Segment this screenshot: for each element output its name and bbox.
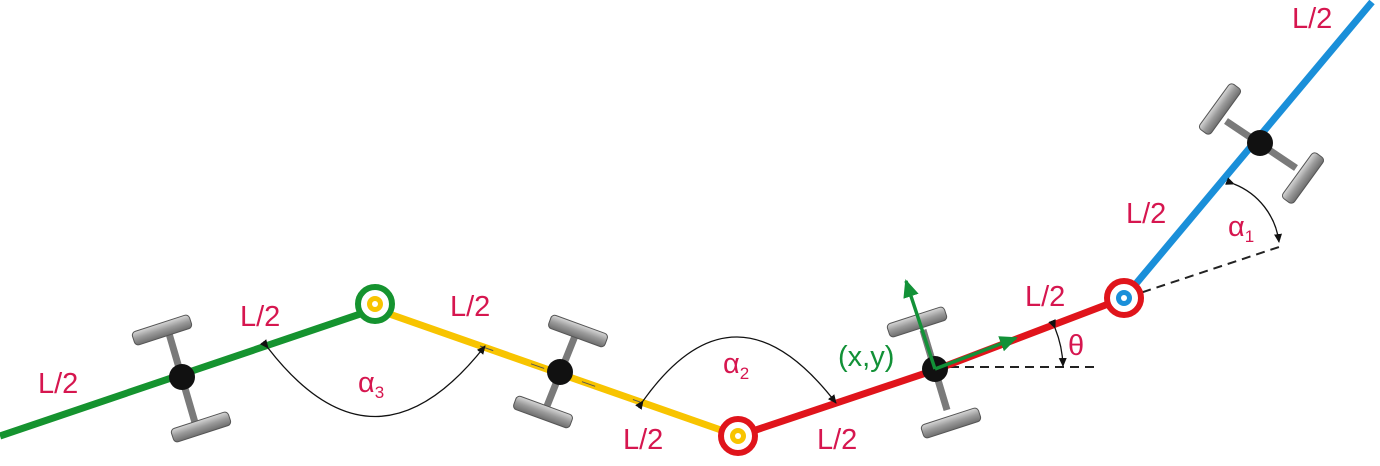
alpha1-arc [1225, 177, 1282, 243]
wheel-icon [513, 395, 573, 429]
hitch-joint-blue [1104, 278, 1144, 318]
axle-hub-icon [1247, 130, 1273, 156]
green-front-half-length-label: L/2 [240, 301, 280, 333]
hitch-joint-yellow [718, 416, 758, 456]
red-rear-half-length-label: L/2 [817, 424, 857, 456]
yellow-front-half-length-label: L/2 [450, 291, 490, 323]
blue-top-half-length-label: L/2 [1292, 3, 1332, 35]
wheel-icon [548, 314, 608, 348]
theta-arc [1048, 319, 1067, 367]
alpha3-label: α3 [358, 367, 384, 402]
alpha2-arc [635, 336, 837, 410]
wheel-icon [886, 306, 948, 338]
alpha1-label: α1 [1228, 211, 1254, 246]
axle-hub-icon [547, 359, 573, 385]
axle-hub-icon [169, 364, 195, 390]
axle-unit-blue [1198, 83, 1325, 204]
heading-reference-dashed-line [1127, 245, 1283, 298]
theta-label: θ [1068, 330, 1084, 362]
blue-lower-half-length-label: L/2 [1126, 198, 1166, 230]
alpha3-arc [259, 339, 486, 418]
wheel-icon [131, 314, 193, 346]
frame-x-arrow [934, 336, 1018, 371]
axle-unit-green [131, 314, 232, 443]
wheel-icon [170, 411, 232, 443]
axle-unit-yellow [513, 314, 608, 429]
wheel-icon [1198, 83, 1242, 135]
frame-y-arrow [903, 279, 937, 370]
position-label: (x,y) [838, 341, 894, 373]
wheel-icon [1281, 152, 1325, 204]
hitch-joint-green [355, 284, 395, 324]
axle-unit-red [886, 306, 982, 439]
red-front-half-length-label: L/2 [1025, 281, 1065, 313]
alpha2-label: α2 [723, 348, 749, 383]
blue-segment [1121, 0, 1375, 301]
green-rear-half-length-label: L/2 [38, 368, 78, 400]
wheel-icon [920, 407, 982, 439]
yellow-rear-half-length-label: L/2 [623, 424, 663, 456]
